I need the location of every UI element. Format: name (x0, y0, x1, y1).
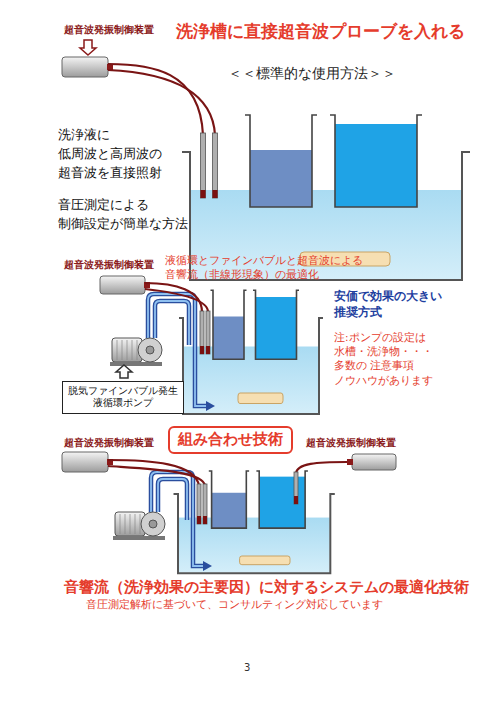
annotation-text: 注:ポンプの設定は 水槽・洗浄物・・・ 多数の 注意事項 ノウハウがあります (334, 330, 434, 387)
probe-tip (294, 496, 298, 504)
motor-fin (125, 514, 126, 534)
annotation-text: 超音波発振制御装置 (64, 259, 154, 271)
ultrasonic-probe (197, 484, 201, 524)
left-beaker (209, 471, 249, 528)
annotation-text: ＜＜標準的な使用方法＞＞ (228, 65, 396, 82)
motor-fin (122, 340, 123, 360)
probe-cable (108, 64, 203, 135)
annotation-text: 音響流（洗浄効果の主要因）に対するシステムの最適化技術 (64, 578, 469, 596)
hollow-arrow (116, 365, 132, 378)
ultrasonic-probe (213, 133, 218, 198)
annotation-text: 超音波発振制御装置 (64, 24, 154, 36)
pipe-inner (155, 301, 189, 345)
motor-fin (120, 514, 121, 534)
outlet-arrow (203, 561, 212, 571)
motor-fin (140, 514, 141, 534)
pipe-inner (158, 479, 187, 520)
motor-fin (130, 514, 131, 534)
page-number: 3 (244, 662, 250, 674)
pump-hub (146, 346, 154, 354)
probe-cable (108, 70, 215, 135)
annotation-text: 超音波発振制御装置 (306, 437, 396, 449)
left-beaker (211, 290, 247, 359)
ultrasonic-probe (200, 311, 204, 354)
left-beaker (245, 115, 317, 207)
oscillator-device (352, 454, 396, 470)
annotation-text: 安価で効果の大きい 推奨方式 (334, 288, 450, 320)
probe-tip (203, 516, 207, 524)
outlet-arrow (206, 401, 215, 411)
motor-fin (127, 340, 128, 360)
pump-base (113, 536, 165, 540)
pump-volute (141, 512, 165, 536)
right-beaker (253, 290, 299, 359)
device-connector (347, 459, 353, 465)
right-beaker-liquid (335, 124, 417, 207)
right-beaker (256, 471, 308, 528)
ultrasonic-probe (294, 472, 298, 504)
probe-cable (145, 289, 208, 312)
ultrasonic-probe (203, 484, 207, 524)
pump-volute (138, 338, 162, 362)
oscillator-device (62, 57, 108, 77)
right-beaker-liquid (256, 297, 297, 359)
cleaning-tank (179, 290, 323, 414)
oscillator-device (100, 276, 145, 294)
pipe-outer (155, 301, 189, 345)
motor-fin (137, 340, 138, 360)
cleaning-tank (174, 471, 335, 573)
pump-hub (149, 520, 157, 528)
box-text: 脱気ファインバブル発生 液循環ポンプ (67, 385, 179, 410)
motor-fin (132, 340, 133, 360)
probe-tip (213, 190, 218, 198)
annotation-text: 洗浄槽に直接超音波プローブを入れる (176, 21, 465, 41)
technique-box: 組み合わせ技術 (168, 426, 293, 454)
box-text: 組み合わせ技術 (178, 430, 283, 450)
ultrasonic-probe (206, 311, 210, 354)
cleaning-liquid (184, 347, 319, 414)
left-beaker-liquid (250, 150, 312, 207)
annotation-text: 超音波発振制御装置 (64, 437, 154, 449)
probe-cable (108, 466, 205, 486)
probe-cable (296, 462, 347, 474)
probe-cable (145, 283, 202, 312)
probe-tip (200, 346, 204, 354)
motor-fin (135, 514, 136, 534)
pump-label-box: 脱気ファインバブル発生 液循環ポンプ (62, 381, 184, 414)
annotation-text: 洗浄液に 低周波と高周波の 超音波を直接照射 (58, 126, 168, 183)
probe-tip (201, 190, 206, 198)
ultrasonic-probe (201, 133, 206, 198)
hollow-arrow (80, 40, 96, 55)
annotation-text: 音圧測定解析に基づいて、コンサルティング対応しています (86, 598, 383, 611)
left-beaker-liquid (213, 317, 244, 360)
oscillator-device (62, 452, 108, 472)
right-beaker (330, 115, 422, 207)
left-beaker-liquid (212, 493, 247, 528)
annotation-text: 音圧測定による 制御設定が簡単な方法 (58, 196, 192, 234)
motor-fin (117, 340, 118, 360)
probe-tip (206, 346, 210, 354)
cleaning-object (238, 393, 283, 404)
cleaning-object (240, 556, 290, 565)
probe-tip (197, 516, 201, 524)
pump-base (110, 362, 162, 366)
annotation-text: 液循環とファインバブルと超音波による 音響流（非線形現象）の最適化 (165, 254, 370, 283)
pipe-outer (158, 479, 187, 520)
